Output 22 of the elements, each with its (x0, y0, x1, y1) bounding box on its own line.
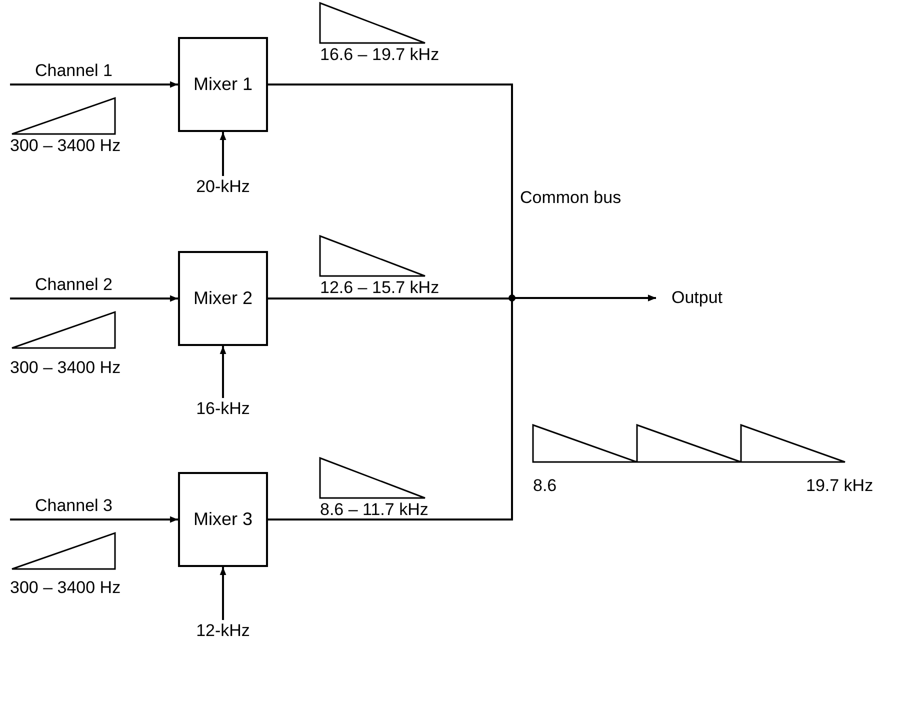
frequency-label: 8.6 – 11.7 kHz (320, 500, 428, 520)
frequency-label: 16.6 – 19.7 kHz (320, 45, 440, 65)
arrow (220, 132, 226, 176)
frequency-label: 300 – 3400 Hz (10, 136, 121, 156)
frequency-label: 12.6 – 15.7 kHz (320, 278, 440, 298)
frequency-label: 8.6 (533, 476, 557, 496)
edge-label: Channel 2 (35, 274, 113, 294)
arrow (220, 346, 226, 398)
edge-label: Channel 3 (35, 496, 113, 516)
frequency-label: 300 – 3400 Hz (10, 578, 121, 598)
frequency-label: 300 – 3400 Hz (10, 358, 121, 378)
arrow (268, 294, 656, 520)
arrow (10, 295, 178, 302)
arrow (10, 81, 178, 88)
mixer-box: Mixer 2 (178, 251, 268, 346)
arrow (220, 567, 226, 620)
arrow (10, 516, 178, 523)
frequency-label: 19.7 kHz (806, 476, 874, 496)
mixer-box: Mixer 1 (178, 37, 268, 132)
frequency-label: Common bus (520, 188, 622, 208)
edge-label: Channel 1 (35, 60, 113, 80)
mixer-box: Mixer 3 (178, 472, 268, 567)
